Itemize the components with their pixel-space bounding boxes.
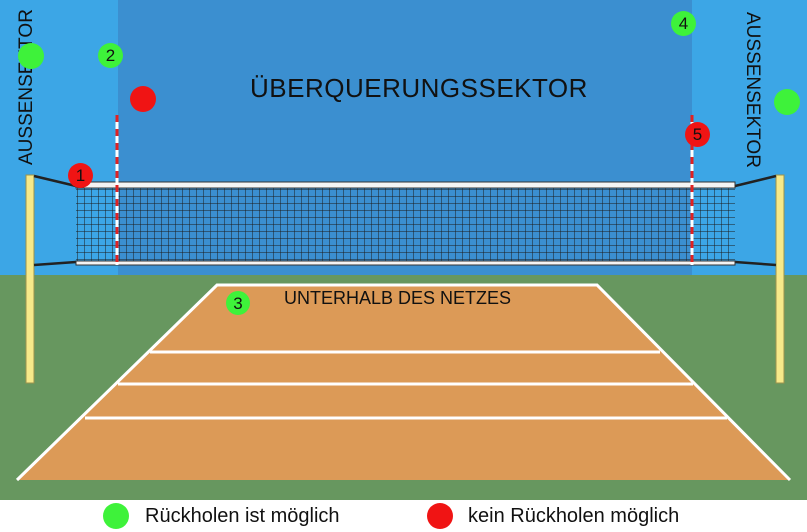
- marker-outer-left: [18, 43, 44, 69]
- legend-dot-not-possible: [427, 503, 453, 529]
- marker-outer-right: [774, 89, 800, 115]
- net-mesh: [76, 184, 735, 264]
- marker-5: 5: [685, 122, 710, 147]
- net-top-band: [75, 181, 736, 189]
- legend: Rückholen ist möglich kein Rückholen mög…: [0, 500, 807, 532]
- cable: [734, 174, 777, 188]
- pole-right: [775, 174, 785, 384]
- pole-left: [25, 174, 35, 384]
- court-outline: [15, 283, 792, 482]
- marker-crossing-left: [130, 86, 156, 112]
- under-net-label: UNTERHALB DES NETZES: [284, 288, 512, 308]
- legend-label-not-possible: kein Rückholen möglich: [468, 505, 680, 527]
- cable: [33, 174, 77, 188]
- marker-4: 4: [671, 11, 696, 36]
- outer-sector-left-label: AUSSENSEKTOR: [16, 9, 37, 165]
- net-bottom-band: [75, 260, 736, 266]
- cable: [33, 260, 77, 267]
- crossing-sector-label: ÜBERQUERUNGSSEKTOR: [250, 73, 588, 103]
- cable: [734, 260, 777, 267]
- marker-3: 3: [226, 291, 250, 315]
- outer-sector-right-label: AUSSENSEKTOR: [742, 12, 763, 168]
- legend-label-possible: Rückholen ist möglich: [145, 505, 340, 527]
- marker-1: 1: [68, 163, 93, 188]
- legend-dot-possible: [103, 503, 129, 529]
- marker-2: 2: [98, 43, 123, 68]
